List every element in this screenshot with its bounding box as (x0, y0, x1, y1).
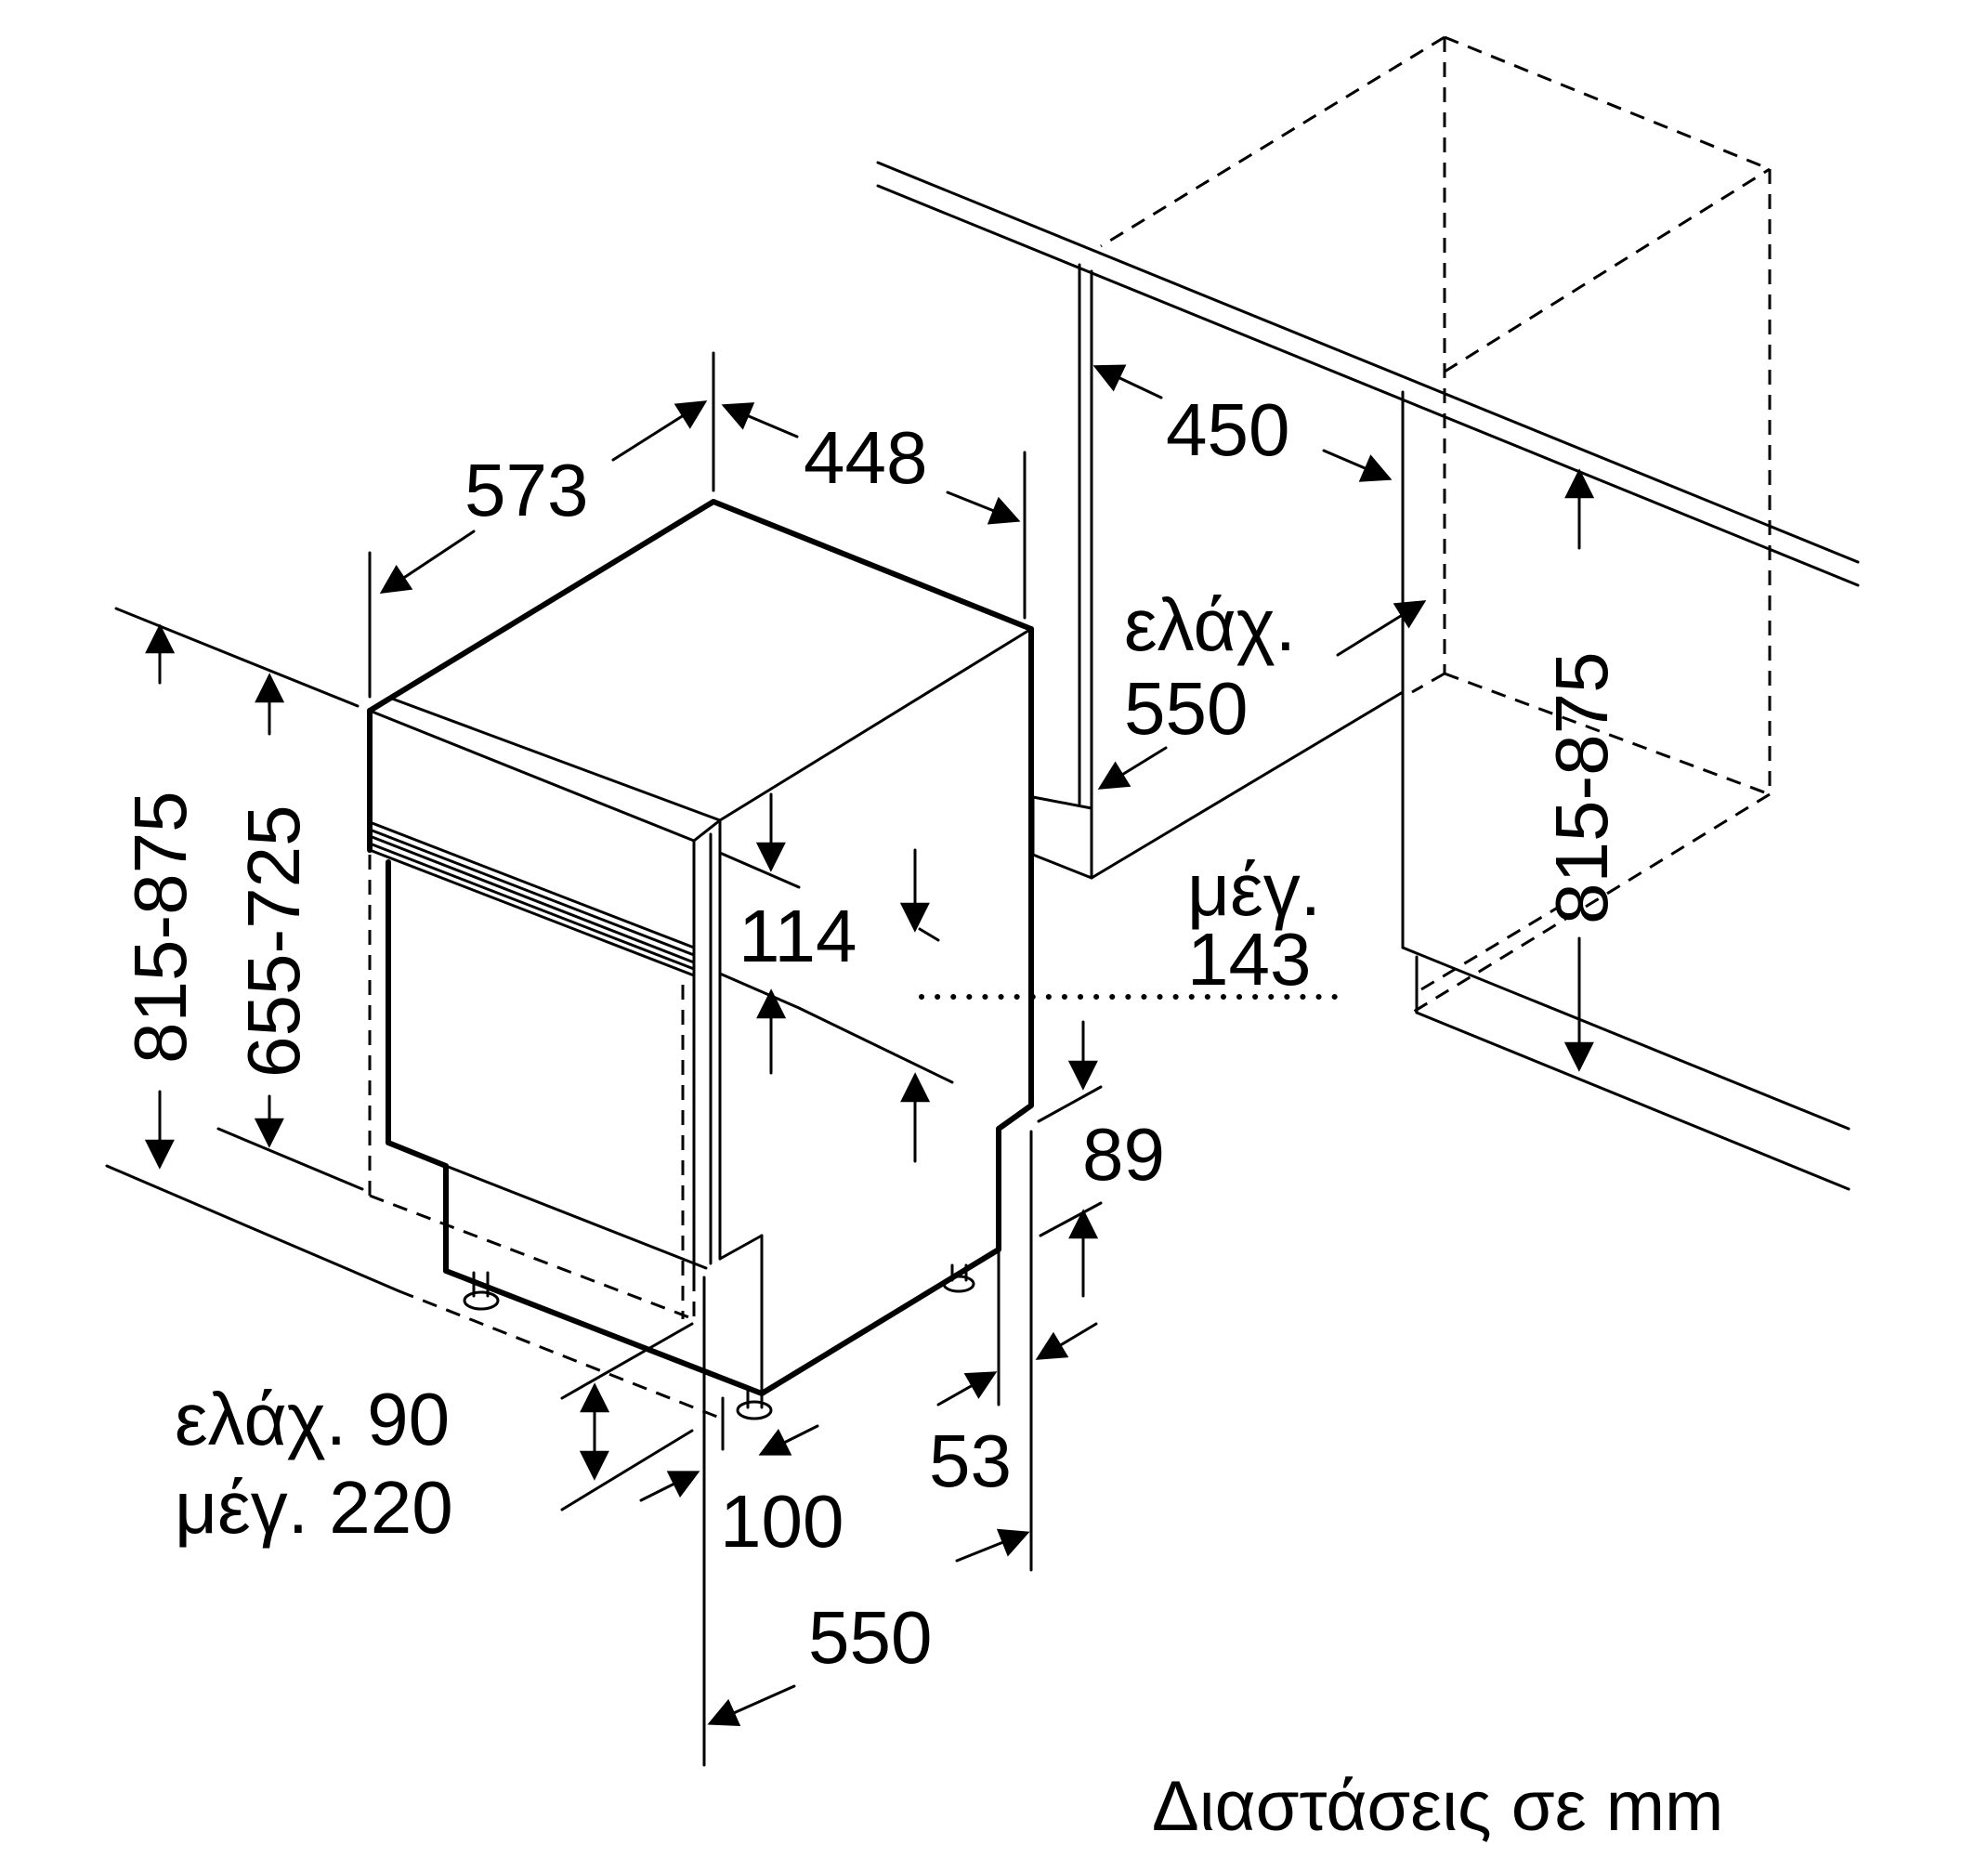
label-815-875-right: 815-875 (1540, 651, 1623, 924)
label-450: 450 (1166, 388, 1289, 471)
units-caption: Διαστάσεις σε mm (1152, 1767, 1723, 1846)
label-min: ελάχ. (1124, 583, 1296, 666)
label-573: 573 (464, 449, 588, 531)
label-53: 53 (929, 1420, 1012, 1502)
label-89: 89 (1082, 1113, 1165, 1196)
label-143: 143 (1187, 918, 1311, 1001)
label-100: 100 (720, 1480, 844, 1563)
label-815-875-left: 815-875 (119, 791, 202, 1064)
label-448: 448 (804, 416, 927, 499)
dishwasher-body (367, 499, 1034, 1420)
dimension-labels: 573 448 450 ελάχ. 550 μέγ. 143 114 89 53… (119, 388, 1723, 1846)
label-door-max: μέγ. 220 (175, 1466, 453, 1549)
label-door-min: ελάχ. 90 (175, 1378, 450, 1460)
dimension-lines (105, 351, 1595, 1767)
label-655-725: 655-725 (232, 805, 315, 1078)
label-niche-550: 550 (1124, 667, 1248, 750)
label-max: μέγ. (1187, 848, 1321, 931)
label-114: 114 (739, 895, 857, 977)
label-550-bottom: 550 (808, 1596, 932, 1679)
adjustable-feet (463, 1263, 975, 1420)
